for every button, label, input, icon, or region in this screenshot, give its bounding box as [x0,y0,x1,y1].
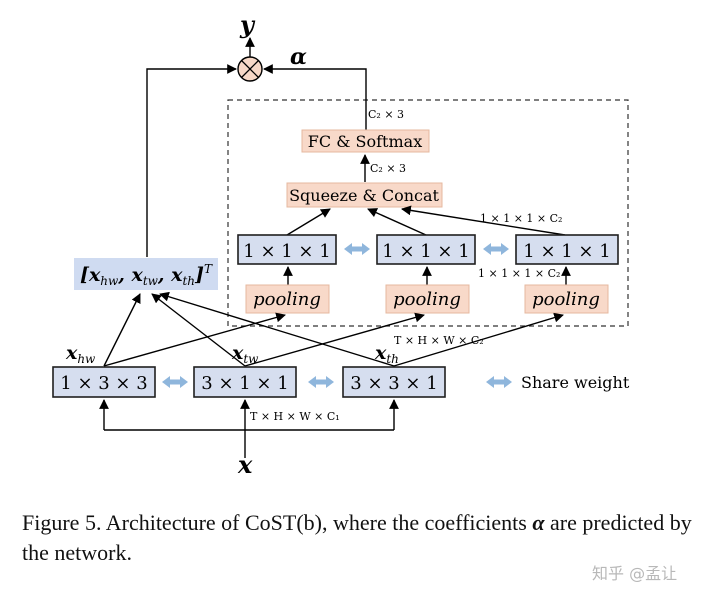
pool-out-label-1: 1 × 1 × 1 [243,241,330,262]
squeeze-concat-label: Squeeze & Concat [289,186,439,205]
pooling-box-3 [524,284,609,314]
watermark: 知乎 @孟让 [592,564,678,583]
output-y-label: y [239,10,256,39]
fc-out-dim: C₂ × 3 [368,108,404,121]
fc-in-dim: C₂ × 3 [370,162,406,175]
conv-label-3: 3 × 3 × 1 [350,373,437,394]
conv-label-2: 3 × 1 × 1 [201,373,288,394]
pool-out-box-2 [376,234,476,265]
caption-prefix: Figure 5. Architecture of CoST(b), where… [22,510,527,535]
share-weight-arrow-bottom-1 [162,376,188,388]
share-weight-arrow-top-2 [483,243,509,255]
branch-label-tw: xtw [231,342,259,366]
concat-box [74,258,218,290]
conv-out-dim: T × H × W × C₂ [394,334,484,347]
pool-out-label-2: 1 × 1 × 1 [382,241,469,262]
pool-top-dim: 1 × 1 × 1 × C₂ [480,212,562,225]
pooling-label-3: pooling [532,289,600,310]
pool-side-dim: 1 × 1 × 1 × C₂ [478,267,560,280]
multiply-node [237,56,263,82]
pooling-label-2: pooling [393,289,461,310]
conv-box-2 [193,366,297,398]
figure-caption: Figure 5. Architecture of CoST(b), where… [22,508,692,568]
pool-out-box-1 [237,234,337,265]
share-weight-arrow-bottom-2 [308,376,334,388]
share-weight-arrow-top-1 [344,243,370,255]
conv-box-1 [52,366,156,398]
concat-label: [xhw, xtw, xth]T [80,262,213,288]
share-weight-legend-label: Share weight [521,373,630,392]
squeeze-concat-box [286,182,443,208]
pooling-box-1 [245,284,330,314]
fc-softmax-box [301,129,430,153]
pooling-label-1: pooling [253,289,321,310]
pooling-box-2 [385,284,470,314]
fc-softmax-label: FC & Softmax [308,132,422,151]
caption-suffix: are predicted by the network. [22,510,692,565]
architecture-diagram: y α C₂ × 3 FC & Softmax C₂ × 3 Squeeze &… [52,10,630,479]
branch-label-th: xth [374,342,399,366]
alpha-label: α [290,44,307,70]
attention-region [227,99,629,327]
pool-out-label-3: 1 × 1 × 1 [523,241,610,262]
input-dim: T × H × W × C₁ [250,410,340,423]
share-weight-legend-icon [486,376,512,388]
conv-label-1: 1 × 3 × 3 [60,373,147,394]
branch-label-hw: xhw [65,342,96,366]
conv-box-3 [342,366,446,398]
input-x-label: x [237,450,253,479]
caption-alpha: α [532,510,545,535]
pool-out-box-3 [515,234,619,265]
